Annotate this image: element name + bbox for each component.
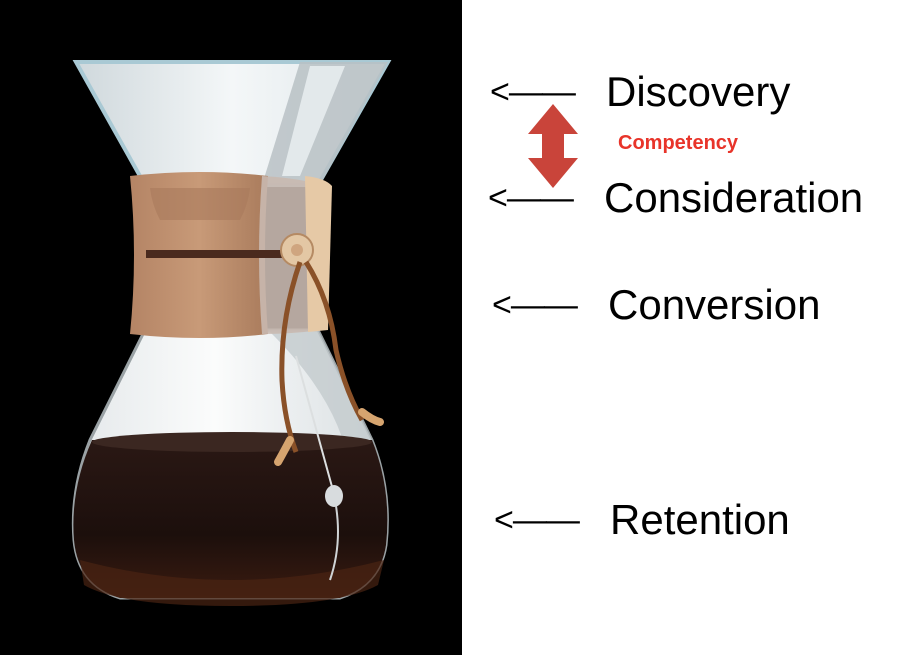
left-arrow-icon: <—— xyxy=(488,178,574,217)
coffee-liquid xyxy=(73,432,388,606)
chemex-coffee-maker-illustration xyxy=(71,60,392,606)
left-arrow-icon: <—— xyxy=(494,500,580,539)
double-headed-arrow-icon xyxy=(528,104,578,188)
stage-label-consideration: Consideration xyxy=(604,174,864,221)
stage-label-retention: Retention xyxy=(610,496,790,543)
leather-tie xyxy=(146,233,384,581)
stage-label-discovery: Discovery xyxy=(606,68,791,115)
stage-discovery: <—— Discovery xyxy=(490,64,900,120)
stage-conversion: <—— Conversion xyxy=(492,277,900,333)
stage-retention: <—— Retention xyxy=(494,492,900,548)
competency-label: Competency xyxy=(618,132,739,154)
stage-consideration: <—— Consideration xyxy=(488,170,900,226)
left-arrow-icon: <—— xyxy=(492,285,578,324)
upper-glass xyxy=(72,60,392,187)
stage-label-conversion: Conversion xyxy=(608,281,821,328)
chemex-illustration-panel xyxy=(0,0,462,655)
left-arrow-icon: <—— xyxy=(490,72,576,111)
